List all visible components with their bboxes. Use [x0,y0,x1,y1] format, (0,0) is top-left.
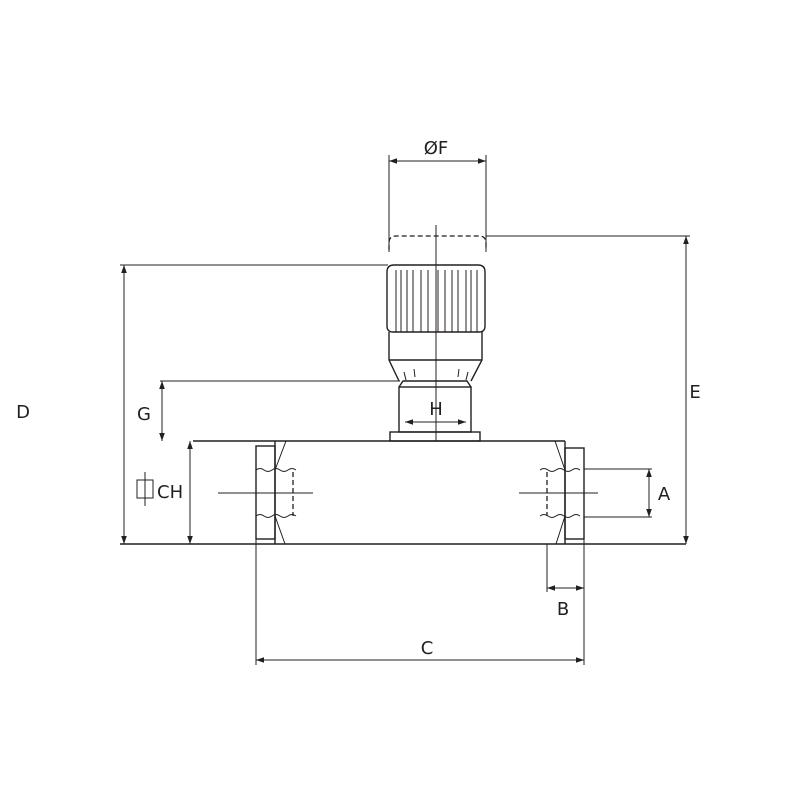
label-g: G [137,404,151,425]
label-a: A [658,484,671,505]
dimensions [120,155,690,665]
label-diameter-f: ØF [424,138,449,159]
knob-extended-outline [388,235,487,250]
knurling [395,270,478,381]
label-e: E [689,382,700,403]
adjustment-knob [386,225,487,442]
label-b: B [557,599,569,620]
label-c: C [421,638,434,659]
valve-body [120,440,686,545]
label-d: D [16,402,30,423]
label-ch: CH [157,482,183,503]
label-h: H [429,399,443,420]
